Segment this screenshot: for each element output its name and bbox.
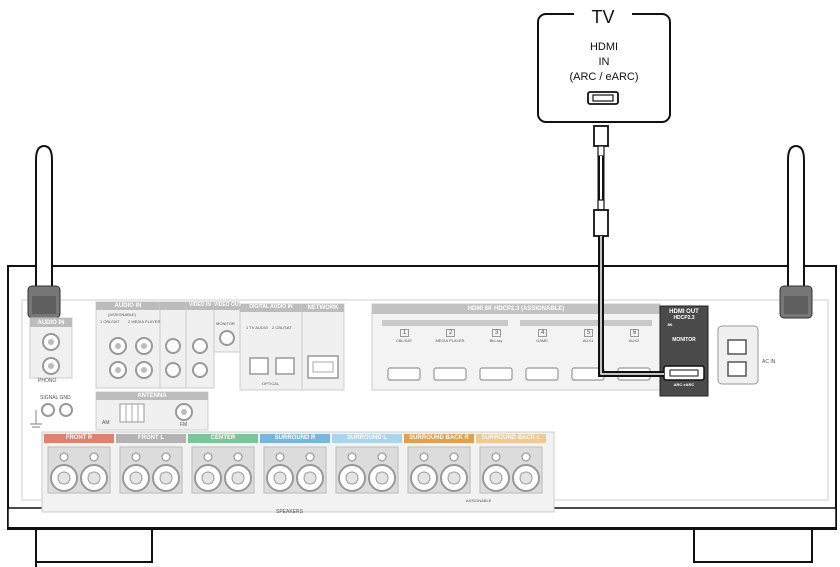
hdmi-input-number: 1 (400, 329, 410, 337)
speakers-label: SPEAKERS (276, 509, 303, 515)
audio-in-label: AUDIO IN (114, 303, 142, 309)
speaker-group-label: SURROUND BACK R (409, 435, 469, 441)
tv-port-label-3: (ARC / eARC) (569, 71, 639, 83)
video-out-monitor-label: MONITOR (216, 321, 235, 326)
ac-inlet (717, 325, 759, 385)
fm-label: FM (180, 422, 188, 428)
hdmi-input-number: 2 (446, 329, 456, 337)
speaker-group-header (116, 434, 186, 443)
speaker-group-header (188, 434, 258, 443)
tv-port-label-1: HDMI (589, 41, 619, 53)
hdmi-input-name: AUX2 (628, 338, 640, 343)
hdmi-input-number: 4 (538, 329, 548, 337)
left-wifi-antenna (27, 144, 61, 319)
phono-label: PHONO (38, 378, 57, 384)
hdmi-cable (593, 125, 664, 377)
hdmi-input-number: 6 (630, 329, 640, 337)
hdmi-out-8k-badge: 8K (667, 322, 673, 327)
hdmi-input-name: Blu-ray (489, 338, 503, 343)
speaker-group-label: SURROUND BACK L (481, 435, 541, 441)
hdmi-input-number: 5 (584, 329, 594, 337)
speaker-group-label: FRONT L (138, 435, 164, 441)
tv-port-label-2: IN (598, 56, 610, 68)
hdmi-input-name: CBL/SAT (395, 338, 413, 343)
digital-cbl-sat-label: 2 CBL/SAT (272, 325, 292, 330)
hdmi-input-header: HDMI 8K HDCP2.3 (ASSIGNABLE) (467, 306, 565, 312)
speaker-group-header (260, 434, 330, 443)
left-foot (35, 530, 153, 567)
hdmi-input-number: 3 (492, 329, 502, 337)
speaker-terminal-block (41, 431, 555, 513)
hdmi-input-block (371, 303, 661, 391)
speaker-group-label: CENTER (210, 435, 236, 441)
tv-title: TV (591, 7, 615, 27)
arc-earc-label: ARC eARC (673, 382, 695, 387)
antenna-terminal-block (95, 391, 209, 431)
phono-input-block (29, 317, 73, 379)
speaker-group-header (404, 434, 474, 443)
video-in-label: VIDEO IN (189, 302, 211, 308)
speaker-group-label: SURROUND L (347, 435, 387, 441)
optical-label: OPTICAL (262, 381, 280, 386)
speaker-group-label: FRONT R (65, 435, 93, 441)
speaker-group-header (476, 434, 546, 443)
right-foot (693, 530, 813, 563)
hdmi-input-name: AUX1 (582, 338, 594, 343)
tv-box (537, 4, 671, 123)
am-label: AM (102, 420, 110, 426)
video-out-label: VIDEO OUT (214, 302, 242, 308)
hdmi-input-name: GAME (536, 338, 548, 343)
speaker-group-header (44, 434, 114, 443)
speaker-group-header (332, 434, 402, 443)
network-label: NETWORK (307, 305, 339, 311)
antenna-label: ANTENNA (137, 393, 167, 399)
digital-audio-in-block (239, 303, 303, 391)
audio-in-cbl-sat-label: 1 CBL/SAT (100, 319, 120, 324)
audio-in-assignable-label: (ASSIGNABLE) (108, 312, 137, 317)
speaker-group-label: SURROUND R (274, 435, 316, 441)
digital-tv-audio-label: 1 TV AUDIO (246, 325, 268, 330)
audio-in-media-player-label: 2 MEDIA PLAYER (128, 319, 161, 324)
hdmi-out-monitor-block (659, 305, 709, 397)
network-port-block (301, 303, 345, 391)
signal-gnd-label: SIGNAL GND (40, 395, 71, 401)
hdmi-input-name: MEDIA PLAYER (435, 338, 465, 343)
hdmi-out-monitor-label: MONITOR (672, 337, 696, 343)
digital-audio-in-label: DIGITAL AUDIO IN (249, 304, 293, 310)
assignable-speakers-label: ASSIGNABLE (466, 498, 492, 503)
hdmi-out-label: HDMI OUT (669, 309, 699, 315)
right-wifi-antenna (779, 144, 813, 319)
ac-in-label: AC IN (762, 359, 776, 365)
signal-ground-terminal (30, 403, 73, 428)
hdcp-label: HDCP2.3 (673, 315, 695, 321)
phono-audio-in-label: AUDIO IN (37, 320, 65, 326)
